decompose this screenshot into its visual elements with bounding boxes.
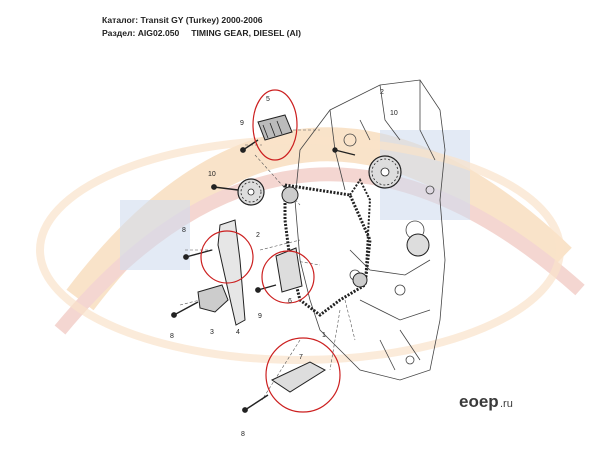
callout-2-left: 2 bbox=[256, 232, 260, 239]
callout-1: 1 bbox=[322, 332, 326, 339]
callout-9-a: 9 bbox=[240, 120, 244, 127]
chain-tensioner-part bbox=[257, 114, 293, 141]
callout-9-b: 9 bbox=[258, 313, 262, 320]
hydraulic-tensioner bbox=[275, 247, 303, 293]
idler-sprocket-gear bbox=[237, 178, 265, 206]
callout-2-top: 2 bbox=[380, 89, 384, 96]
bolts bbox=[171, 139, 356, 413]
callout-4: 4 bbox=[236, 329, 240, 336]
cam-sprocket-gear bbox=[368, 155, 402, 189]
callout-10-a: 10 bbox=[208, 171, 216, 178]
callout-6: 6 bbox=[288, 298, 292, 305]
callout-8-c: 8 bbox=[241, 431, 245, 438]
callout-8-a: 8 bbox=[182, 227, 186, 234]
callout-3: 3 bbox=[210, 329, 214, 336]
lower-chain-guide bbox=[270, 361, 326, 393]
callout-10-b: 10 bbox=[390, 110, 398, 117]
chain-sprocket-top bbox=[281, 186, 299, 204]
background-watermark bbox=[36, 127, 585, 364]
section-line: Раздел: AIG02.050 TIMING GEAR, DIESEL (AI… bbox=[102, 28, 301, 38]
brand-watermark: eoep .ru bbox=[459, 392, 513, 411]
timing-chain bbox=[283, 183, 372, 317]
catalog-line: Каталог: Transit GY (Turkey) 2000-2006 bbox=[102, 15, 263, 25]
callout-7: 7 bbox=[299, 354, 303, 361]
callout-5: 5 bbox=[266, 96, 270, 103]
callout-8-b: 8 bbox=[170, 333, 174, 340]
section-title: TIMING GEAR, DIESEL (AI) bbox=[191, 28, 301, 38]
brand-tld: .ru bbox=[500, 398, 513, 410]
tensioner-arm bbox=[197, 284, 229, 313]
pump-sprocket bbox=[406, 233, 430, 257]
highlight-circles bbox=[200, 89, 341, 413]
chain-guide-rail bbox=[217, 219, 246, 326]
brand-text: eoep bbox=[459, 392, 499, 411]
crank-sprocket bbox=[352, 272, 368, 288]
engine-block bbox=[294, 79, 446, 381]
section-code: Раздел: AIG02.050 bbox=[102, 28, 180, 38]
